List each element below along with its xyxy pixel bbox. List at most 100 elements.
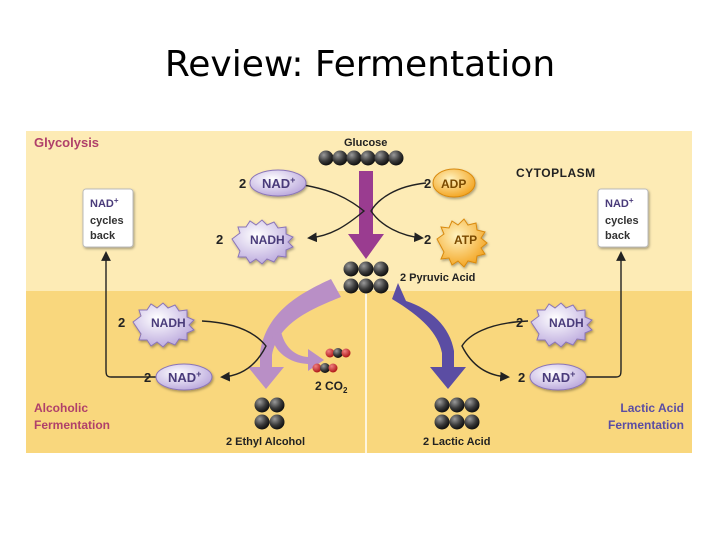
- alcoholic-arrow: [248, 279, 341, 389]
- co2-label: 2 CO2: [315, 379, 348, 395]
- atp-text: ATP: [454, 233, 477, 247]
- svg-text:NAD+: NAD+: [262, 175, 295, 191]
- lactic-atom: [464, 397, 480, 413]
- nadh-text: NADH: [250, 233, 285, 247]
- pyruvic-acid-molecules: [343, 261, 389, 294]
- lactic-atom: [434, 397, 450, 413]
- pyruvic-atom: [343, 278, 359, 294]
- nad-plus-text: NAD: [262, 176, 290, 191]
- nad-plus-badge-top-left: NAD+: [249, 169, 307, 197]
- glucose-carbon-5: [374, 150, 390, 166]
- lactic-acid-label: 2 Lactic Acid: [423, 436, 490, 448]
- co2-oxygen: [325, 348, 335, 358]
- co2-oxygen: [312, 363, 322, 373]
- slide-title: Review: Fermentation: [164, 44, 556, 85]
- glucose-label: Glucose: [344, 137, 387, 149]
- nadh-badge-top-left: NADH: [231, 219, 294, 265]
- nad-plus-sup: +: [196, 369, 201, 379]
- pyruvic-acid-label: 2 Pyruvic Acid: [400, 272, 475, 284]
- nadh-badge-bottom-left: NADH: [132, 302, 195, 348]
- glucose-carbon-3: [346, 150, 362, 166]
- glycolysis-label: Glycolysis: [34, 135, 99, 150]
- nadh-coefficient-bottom-left: 2: [118, 315, 125, 330]
- cycles-box-nad: NAD: [90, 198, 114, 210]
- cycles-box-line1-left: cycles: [90, 215, 124, 227]
- alcoholic-nad-return-arrow: [101, 251, 166, 378]
- co2-oxygen: [328, 363, 338, 373]
- adp-coefficient: 2: [424, 176, 431, 191]
- ethyl-atom: [269, 414, 285, 430]
- lactic-acid-molecules: [434, 397, 480, 430]
- lactic-atom: [434, 414, 450, 430]
- glucose-carbon-4: [360, 150, 376, 166]
- cycles-box-line2-right: back: [605, 230, 631, 242]
- pyruvic-atom: [373, 278, 389, 294]
- ethyl-atom: [254, 397, 270, 413]
- nadh-text: NADH: [549, 316, 584, 330]
- nad-coefficient-bottom-left: 2: [144, 370, 151, 385]
- cycles-box-line2-left: back: [90, 230, 116, 242]
- nadh-text: NADH: [151, 316, 186, 330]
- pyruvic-atom: [373, 261, 389, 277]
- alcoholic-nadh-oxidation-arrow: [201, 320, 267, 382]
- lactic-arrow: [392, 283, 466, 389]
- glucose-carbon-6: [388, 150, 404, 166]
- alcoholic-fermentation-label-line2: Fermentation: [34, 418, 110, 432]
- lactic-fermentation-label-line1: Lactic Acid: [620, 401, 684, 415]
- nadh-badge-bottom-right: NADH: [530, 302, 593, 348]
- ethyl-alcohol-molecules: [254, 397, 285, 430]
- nad-cycles-back-right: NAD+ cycles back: [597, 188, 649, 248]
- nad-reduction-arrow: [283, 182, 366, 243]
- lactic-atom: [464, 414, 480, 430]
- lactic-nad-return-arrow: [586, 251, 626, 378]
- cycles-box-nad-sup: +: [114, 196, 119, 205]
- nad-plus-sup: +: [290, 175, 295, 185]
- lactic-fermentation-label-line2: Fermentation: [608, 418, 684, 432]
- nadh-coefficient-top-left: 2: [216, 232, 223, 247]
- alcoholic-fermentation-label-line1: Alcoholic: [34, 401, 88, 415]
- co2-text: 2 CO: [315, 379, 343, 393]
- cycles-box-nad-sup-right: +: [629, 196, 634, 205]
- lactic-nadh-oxidation-arrow: [461, 320, 529, 382]
- pyruvic-atom: [358, 278, 374, 294]
- svg-text:NAD+: NAD+: [90, 196, 119, 210]
- atp-coefficient: 2: [424, 232, 431, 247]
- adp-text: ADP: [441, 177, 466, 191]
- cytoplasm-label: CYTOPLASM: [516, 166, 596, 180]
- co2-carbon: [333, 348, 343, 358]
- co2-branch-arrow: [272, 331, 324, 371]
- atp-formation-arrow: [370, 182, 427, 243]
- glycolysis-arrow: [348, 171, 384, 259]
- glucose-carbon-2: [332, 150, 348, 166]
- lactic-atom: [449, 414, 465, 430]
- ethyl-atom: [254, 414, 270, 430]
- glucose-molecule: [318, 150, 404, 166]
- nad-coefficient-top-left: 2: [239, 176, 246, 191]
- nad-cycles-back-left: NAD+ cycles back: [82, 188, 134, 248]
- nad-coefficient-bottom-right: 2: [518, 370, 525, 385]
- ethyl-alcohol-label: 2 Ethyl Alcohol: [226, 436, 305, 448]
- co2-oxygen: [341, 348, 351, 358]
- nad-plus-sup: +: [570, 369, 575, 379]
- pyruvic-atom: [343, 261, 359, 277]
- svg-text:NAD+: NAD+: [168, 369, 201, 385]
- atp-badge: ATP: [436, 218, 488, 268]
- lactic-atom: [449, 397, 465, 413]
- svg-text:NAD+: NAD+: [542, 369, 575, 385]
- pyruvic-atom: [358, 261, 374, 277]
- co2-carbon: [320, 363, 330, 373]
- cycles-box-nad-right: NAD: [605, 198, 629, 210]
- fermentation-diagram: Glycolysis CYTOPLASM Glucose 2 NAD+ 2 NA…: [26, 131, 692, 453]
- nad-plus-badge-bottom-left: NAD+: [155, 363, 213, 391]
- fermentation-region: [26, 291, 692, 453]
- nad-plus-badge-bottom-right: NAD+: [529, 363, 587, 391]
- glucose-carbon-1: [318, 150, 334, 166]
- nad-plus-text: NAD: [168, 370, 196, 385]
- adp-badge: ADP: [432, 168, 476, 198]
- nadh-coefficient-bottom-right: 2: [516, 315, 523, 330]
- svg-text:NAD+: NAD+: [605, 196, 634, 210]
- nad-plus-text: NAD: [542, 370, 570, 385]
- ethyl-atom: [269, 397, 285, 413]
- co2-subscript: 2: [343, 386, 348, 395]
- co2-molecules: [312, 348, 351, 373]
